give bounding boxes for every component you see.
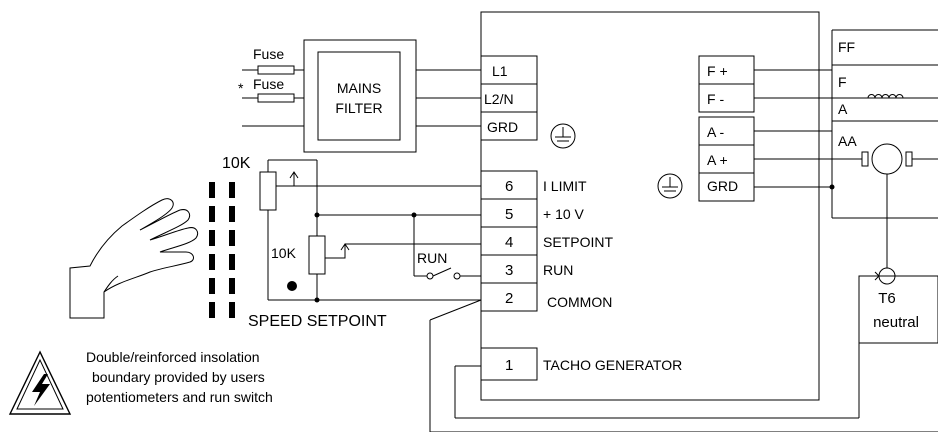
terminal-box-4 [480, 226, 538, 256]
terminal-5-label: + 10 V [543, 206, 585, 222]
pot-setpoint-label: 10K [271, 245, 297, 261]
terminal-a-plus: A + [707, 152, 728, 168]
hand-icon [69, 198, 199, 319]
t6-label: T6 [878, 290, 896, 307]
terminal-3-label: RUN [543, 262, 573, 278]
pot-top-label: 10K [222, 155, 251, 172]
terminal-4-number: 4 [505, 234, 513, 251]
terminal-box-5 [480, 198, 538, 228]
terminal-3-number: 3 [505, 262, 513, 279]
terminal-6-number: 6 [505, 178, 513, 195]
control-terminals: 6 5 4 3 2 1 I LIMIT + 10 V SETPOINT RUN … [480, 170, 682, 381]
terminal-f-minus: F - [707, 91, 724, 107]
terminal-box-f-minus [698, 83, 755, 113]
terminal-l1: L1 [492, 63, 508, 79]
terminal-grd: GRD [487, 119, 518, 135]
ground-icon [657, 173, 683, 199]
terminal-box-l2n [480, 83, 538, 113]
terminal-6-label: I LIMIT [543, 178, 587, 194]
terminal-box-grd [480, 111, 538, 141]
fuse-bottom [257, 93, 295, 103]
terminal-1-label: TACHO GENERATOR [543, 357, 682, 373]
t6-neutral-label: neutral [873, 314, 919, 331]
setpoint-network: 10K 10K RUN SPEED SETPOINT [222, 155, 482, 432]
pot-knob [287, 281, 297, 291]
field-coil-icon [867, 94, 904, 99]
run-switch-label: RUN [417, 250, 447, 266]
terminal-box-a-minus [698, 116, 755, 146]
fuse-top [257, 65, 295, 75]
motor-label-ff: FF [838, 39, 855, 55]
terminal-2-number: 2 [505, 290, 513, 307]
motor-label-aa: AA [838, 133, 857, 149]
pot-setpoint-wiper [325, 244, 346, 259]
fuse-bottom-label: Fuse [253, 76, 284, 92]
mains-filter-label-2: FILTER [335, 100, 382, 116]
motor-section: FF F A AA T6 neutral [430, 29, 938, 432]
pot-i-limit-wiper [276, 172, 295, 187]
ground-junction [829, 184, 835, 190]
terminal-box-1 [480, 347, 538, 381]
warning-line-2: boundary provided by users [92, 369, 265, 385]
fuse-marker: * [238, 80, 244, 96]
terminal-grd-right: GRD [707, 178, 738, 194]
t6-box [858, 275, 938, 344]
hazard-icon [8, 350, 72, 415]
fuse-top-label: Fuse [253, 46, 284, 62]
terminal-1-number: 1 [505, 357, 513, 374]
mains-section: Fuse Fuse * MAINS FILTER L1 L2/N GRD [238, 39, 576, 153]
warning-line-3: potentiometers and run switch [86, 389, 273, 405]
terminal-box-3 [480, 254, 538, 284]
mains-filter-label-1: MAINS [337, 80, 381, 96]
terminal-f-plus: F + [707, 63, 728, 79]
terminal-a-minus: A - [707, 124, 724, 140]
motor-label-a: A [838, 101, 848, 117]
pot-setpoint [308, 235, 326, 275]
terminal-5-number: 5 [505, 206, 513, 223]
mains-filter-inner [317, 51, 401, 141]
pot-i-limit [259, 171, 277, 211]
motor-label-f: F [838, 74, 847, 90]
terminal-2-label: COMMON [547, 294, 612, 310]
speed-setpoint-label: SPEED SETPOINT [248, 313, 387, 330]
run-switch-contact [432, 267, 452, 277]
terminal-4-label: SETPOINT [543, 234, 613, 250]
terminal-box-f-plus [698, 55, 755, 85]
terminal-l2n: L2/N [484, 91, 514, 107]
ground-icon [550, 123, 576, 149]
terminal-box-2 [480, 282, 538, 312]
insulation-barrier [209, 182, 235, 318]
terminal-box-l1 [480, 55, 538, 85]
warning-line-1: Double/reinforced insolation [86, 349, 260, 365]
